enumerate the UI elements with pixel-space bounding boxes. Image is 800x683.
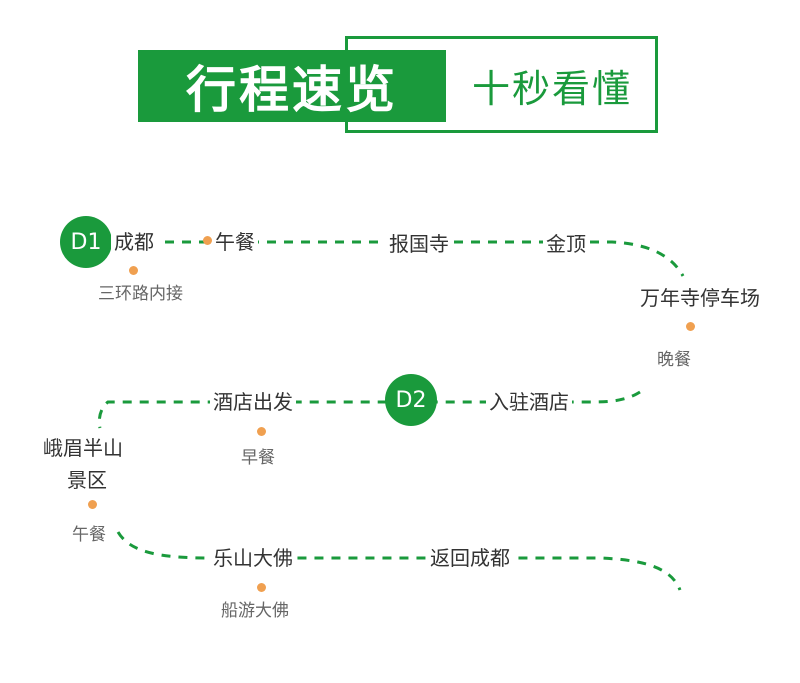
stop-hotel-departure: 酒店出发 xyxy=(210,392,296,412)
stop-emei-halfway: 峨眉半山 xyxy=(40,438,126,458)
stop-marker xyxy=(203,236,212,245)
page-subtitle: 十秒看懂 xyxy=(471,66,632,111)
note-sanhuan-pickup: 三环路内接 xyxy=(96,284,185,304)
note-dinner: 晚餐 xyxy=(655,350,693,370)
route-path-day2-afternoon xyxy=(116,531,682,591)
stop-leshan-buddha: 乐山大佛 xyxy=(210,548,296,568)
page-title: 行程速览 xyxy=(138,50,446,122)
day2-badge: D2 xyxy=(385,374,437,426)
note-boat-tour: 船游大佛 xyxy=(219,601,291,621)
stop-scenic-area: 景区 xyxy=(64,470,110,490)
stop-marker xyxy=(88,500,97,509)
route-path-day2 xyxy=(97,390,641,429)
stop-chengdu: 成都 xyxy=(111,232,157,252)
note-lunch-day2: 午餐 xyxy=(70,525,108,545)
day1-badge: D1 xyxy=(60,216,112,268)
stop-marker xyxy=(129,266,138,275)
stop-check-in-hotel: 入驻酒店 xyxy=(486,392,572,412)
note-breakfast: 早餐 xyxy=(239,448,277,468)
stop-marker xyxy=(257,583,266,592)
stop-marker xyxy=(686,322,695,331)
stop-lunch: 午餐 xyxy=(212,232,258,252)
stop-baoguo-temple: 报国寺 xyxy=(386,234,452,254)
stop-return-chengdu: 返回成都 xyxy=(427,548,513,568)
stop-wannian-parking: 万年寺停车场 xyxy=(637,288,763,308)
stop-golden-summit: 金顶 xyxy=(543,234,589,254)
route-path-day1 xyxy=(165,240,685,277)
stop-marker xyxy=(257,427,266,436)
